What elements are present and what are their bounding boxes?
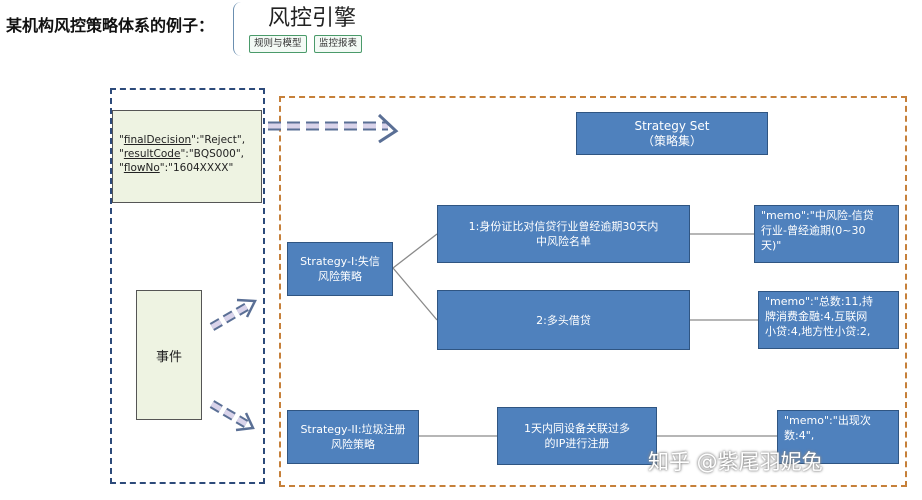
memo-3-line2: 数:4", — [784, 429, 815, 442]
strategy-set-subtitle: （策略集） — [641, 133, 702, 148]
strategy-1-node: Strategy-I:失信 风险策略 — [287, 242, 393, 296]
rule-1-node: 1:身份证比对信贷行业曾经逾期30天内 中风险名单 — [437, 205, 690, 263]
memo-2-line3: 小贷:4,地方性小贷:2, — [765, 325, 871, 338]
result-line-final-decision: "finalDecision":"Reject", — [119, 134, 246, 146]
branch-line-rule2 — [392, 267, 438, 321]
watermark: 知乎 @紫尾羽妮兔 — [648, 450, 823, 474]
strategy-set-node: Strategy Set （策略集） — [576, 112, 768, 155]
memo-1-line2: 行业-曾经逾期(0~30 — [761, 224, 866, 237]
rule-1-line1: 1:身份证比对信贷行业曾经逾期30天内 — [468, 220, 659, 233]
memo-1-line1: "memo":"中风险-信贷 — [761, 209, 874, 222]
rule-3-line1: 1天内同设备关联过多 — [524, 422, 630, 435]
memo-2-line1: "memo":"总数:11,持 — [765, 295, 874, 308]
strategy-1-subtitle: 风险策略 — [318, 270, 362, 283]
input-output-region — [110, 88, 265, 484]
strategy-set-title: Strategy Set — [634, 118, 710, 133]
memo-2-node: "memo":"总数:11,持 牌消费金融:4,互联网 小贷:4,地方性小贷:2… — [758, 291, 899, 349]
rule-2-line1: 2:多头借贷 — [536, 313, 591, 327]
strategy-set-region — [279, 96, 907, 487]
memo-3-node: "memo":"出现次 数:4", — [777, 410, 899, 464]
result-line-flow-no: "flowNo":"1604XXXX" — [119, 162, 234, 174]
tag-monitor-reports[interactable]: 监控报表 — [314, 35, 363, 53]
rule-2-node: 2:多头借贷 — [437, 290, 690, 350]
strategy-2-subtitle: 风险策略 — [331, 438, 375, 451]
branch-line-rule1 — [392, 233, 438, 269]
memo-2-line2: 牌消费金融:4,互联网 — [765, 310, 868, 323]
decision-result-box: "finalDecision":"Reject", "resultCode":"… — [112, 110, 262, 203]
event-arrow-up — [209, 298, 257, 331]
memo-1-line3: 天)" — [761, 239, 782, 252]
engine-title: 风控引擎 — [268, 6, 357, 31]
rule-3-line2: 的IP进行注册 — [544, 437, 610, 450]
event-box: 事件 — [136, 290, 202, 420]
strategy-1-title: Strategy-I:失信 — [300, 255, 380, 268]
memo-3-line1: "memo":"出现次 — [784, 414, 871, 427]
rule-1-line2: 中风险名单 — [536, 235, 591, 248]
tag-rules-models[interactable]: 规则与模型 — [249, 35, 307, 53]
strategy-2-title: Strategy-II:垃圾注册 — [300, 423, 406, 436]
page-heading: 某机构风控策略体系的例子： — [6, 16, 215, 35]
strategy-2-node: Strategy-II:垃圾注册 风险策略 — [287, 410, 419, 464]
memo-1-node: "memo":"中风险-信贷 行业-曾经逾期(0~30 天)" — [754, 205, 899, 263]
mindmap-brace — [233, 2, 242, 56]
rule-3-node: 1天内同设备关联过多 的IP进行注册 — [497, 407, 657, 465]
result-arrow — [268, 113, 399, 144]
event-arrow-down — [209, 400, 255, 432]
result-line-result-code: "resultCode":"BQS000", — [119, 148, 244, 160]
